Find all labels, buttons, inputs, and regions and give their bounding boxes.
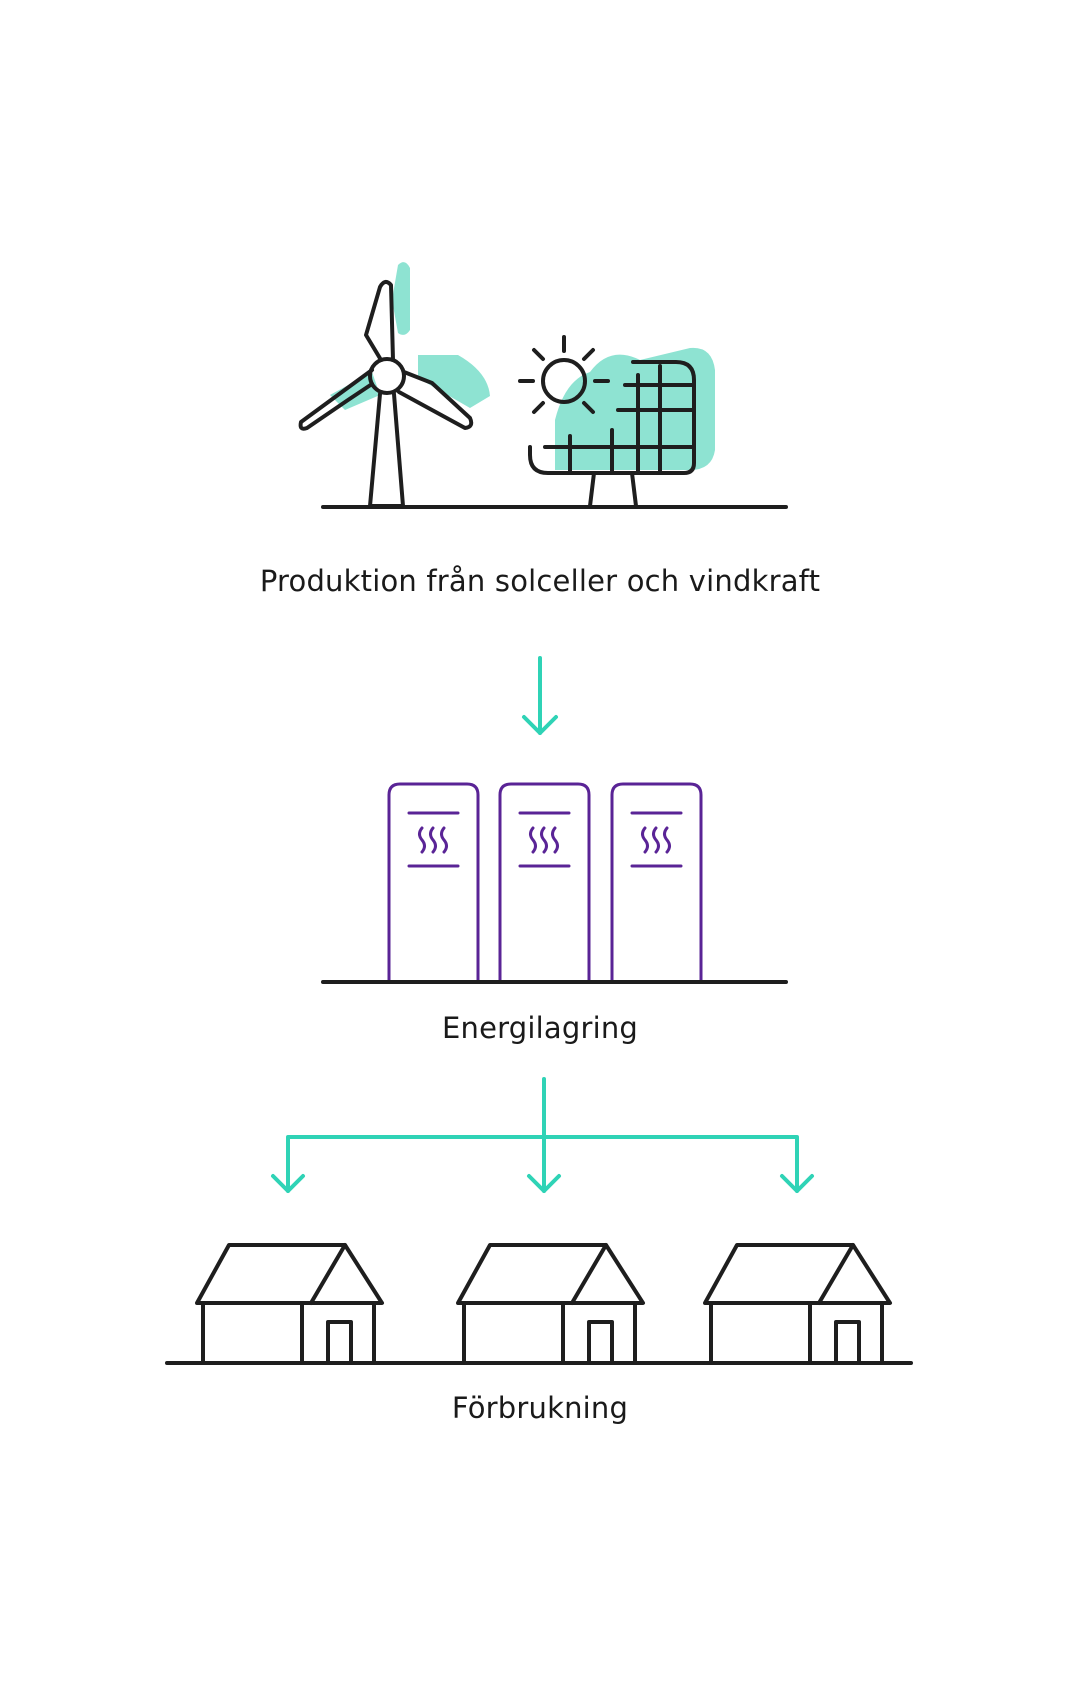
- solar-panel-icon: [528, 360, 696, 508]
- teal-accent-fills: [330, 262, 715, 470]
- consumption-label: Förbrukning: [451, 1391, 629, 1425]
- house-icon: [456, 1243, 645, 1364]
- house-icon: [703, 1243, 892, 1364]
- consumption-illustration: [165, 1243, 913, 1365]
- storage-label: Energilagring: [441, 1011, 639, 1045]
- production-label: Produktion från solceller och vindkraft: [259, 564, 821, 598]
- heat-storage-tank-icon: [498, 782, 591, 982]
- storage-illustration: [321, 782, 788, 984]
- heat-storage-tank-icon: [387, 782, 480, 982]
- arrow-production-to-storage: [522, 656, 558, 735]
- wind-turbine-icon: [298, 280, 474, 508]
- house-icon: [195, 1243, 384, 1364]
- heat-storage-tank-icon: [610, 782, 703, 982]
- production-illustration: [298, 262, 788, 509]
- sun-icon: [518, 335, 610, 414]
- arrow-storage-to-consumption: [271, 1077, 814, 1193]
